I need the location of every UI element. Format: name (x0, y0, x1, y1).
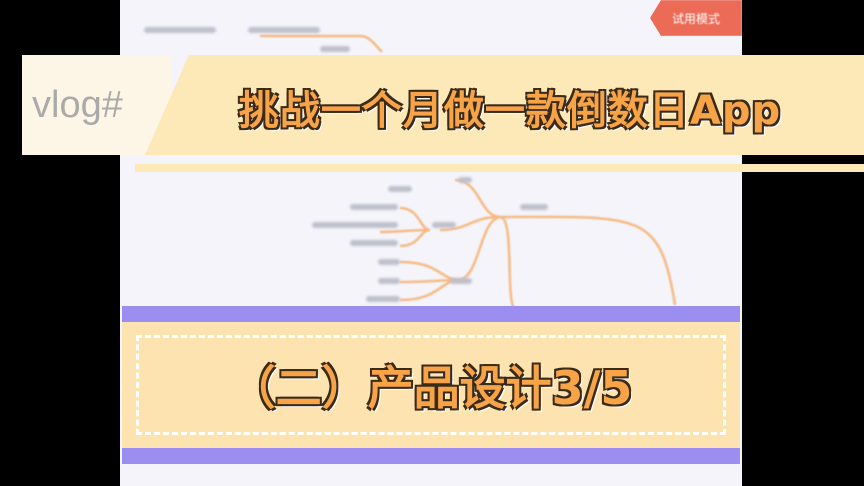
mindmap-node (450, 278, 472, 284)
mindmap-node (378, 259, 400, 265)
mindmap-node (388, 186, 412, 192)
mindmap-node (144, 27, 216, 33)
trial-mode-badge: 试用模式 (650, 0, 742, 36)
title-banner (145, 55, 864, 155)
episode-subtitle: （二）产品设计3/5 (229, 361, 633, 415)
mindmap-node (350, 240, 398, 246)
video-title: 挑战一个月做一款倒数日App (238, 88, 782, 134)
mindmap-node (366, 296, 400, 302)
mindmap-node (312, 222, 398, 228)
mindmap-node (458, 177, 472, 183)
vlog-tag: vlog# (22, 55, 172, 155)
mindmap-node (320, 46, 350, 52)
mindmap-node (378, 278, 400, 284)
subtitle-panel (122, 322, 740, 448)
mindmap-node (520, 204, 548, 210)
mindmap-node (350, 204, 398, 210)
mindmap-node (432, 222, 456, 228)
bottom-purple-bar (122, 448, 740, 464)
banner-strip (135, 164, 864, 172)
top-purple-bar (122, 306, 740, 322)
dashed-frame (136, 335, 726, 435)
mindmap-node (248, 27, 320, 33)
